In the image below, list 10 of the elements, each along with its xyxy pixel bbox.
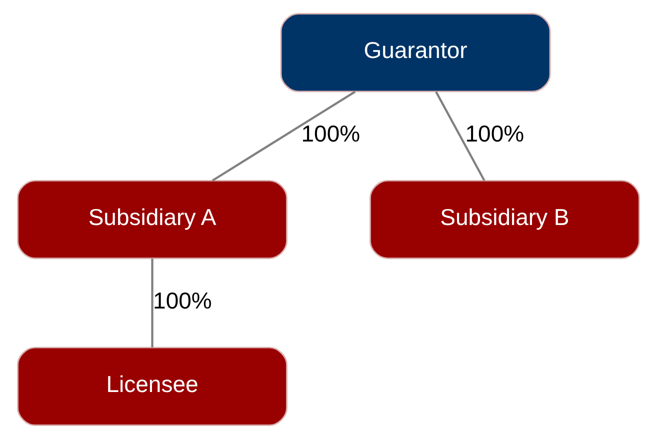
node-box: Subsidiary B — [370, 180, 640, 260]
connector — [212, 90, 356, 182]
connector — [151, 258, 154, 348]
edge-label: 100% — [465, 120, 524, 147]
node-box: Licensee — [17, 346, 288, 426]
edge-label: 100% — [301, 120, 360, 147]
connector — [435, 91, 486, 182]
node-box: Guarantor — [280, 13, 551, 92]
edge-label: 100% — [153, 287, 212, 314]
node-box: Subsidiary A — [17, 180, 288, 260]
